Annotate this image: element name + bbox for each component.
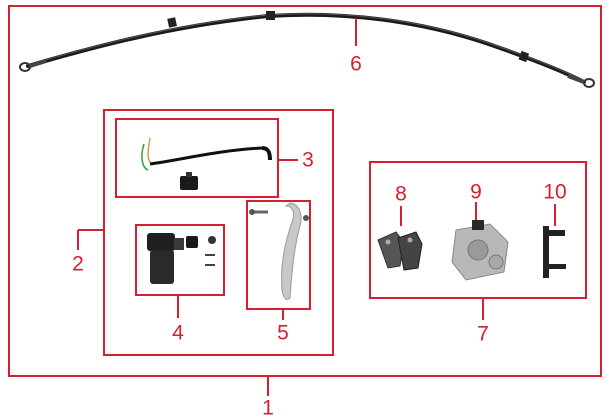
caliper-kit-box	[369, 161, 587, 299]
callout-9: 9	[470, 180, 482, 204]
callout-1: 1	[262, 396, 274, 420]
callout-8: 8	[395, 182, 407, 206]
brake-caliper-icon	[451, 220, 509, 281]
brake-lever-icon	[249, 202, 309, 301]
master-cylinder-kit-box	[103, 109, 334, 356]
callout-7: 7	[477, 322, 489, 346]
switch-wire-box	[115, 118, 279, 198]
callout-4: 4	[172, 321, 184, 345]
caliper-bracket-icon	[543, 226, 566, 278]
assembly-frame-box	[8, 5, 602, 377]
callout-6: 6	[350, 52, 362, 76]
brake-lever-box	[246, 200, 311, 310]
callout-2: 2	[72, 252, 84, 276]
brake-pads-icon	[377, 231, 423, 271]
callout-5: 5	[277, 321, 289, 345]
callout-10: 10	[543, 180, 567, 204]
master-cylinder-box	[135, 224, 225, 296]
brake-hose-icon	[19, 11, 595, 88]
master-cylinder-icon	[147, 233, 216, 284]
callout-3: 3	[302, 148, 314, 172]
brake-light-switch-wire-icon	[141, 137, 272, 190]
